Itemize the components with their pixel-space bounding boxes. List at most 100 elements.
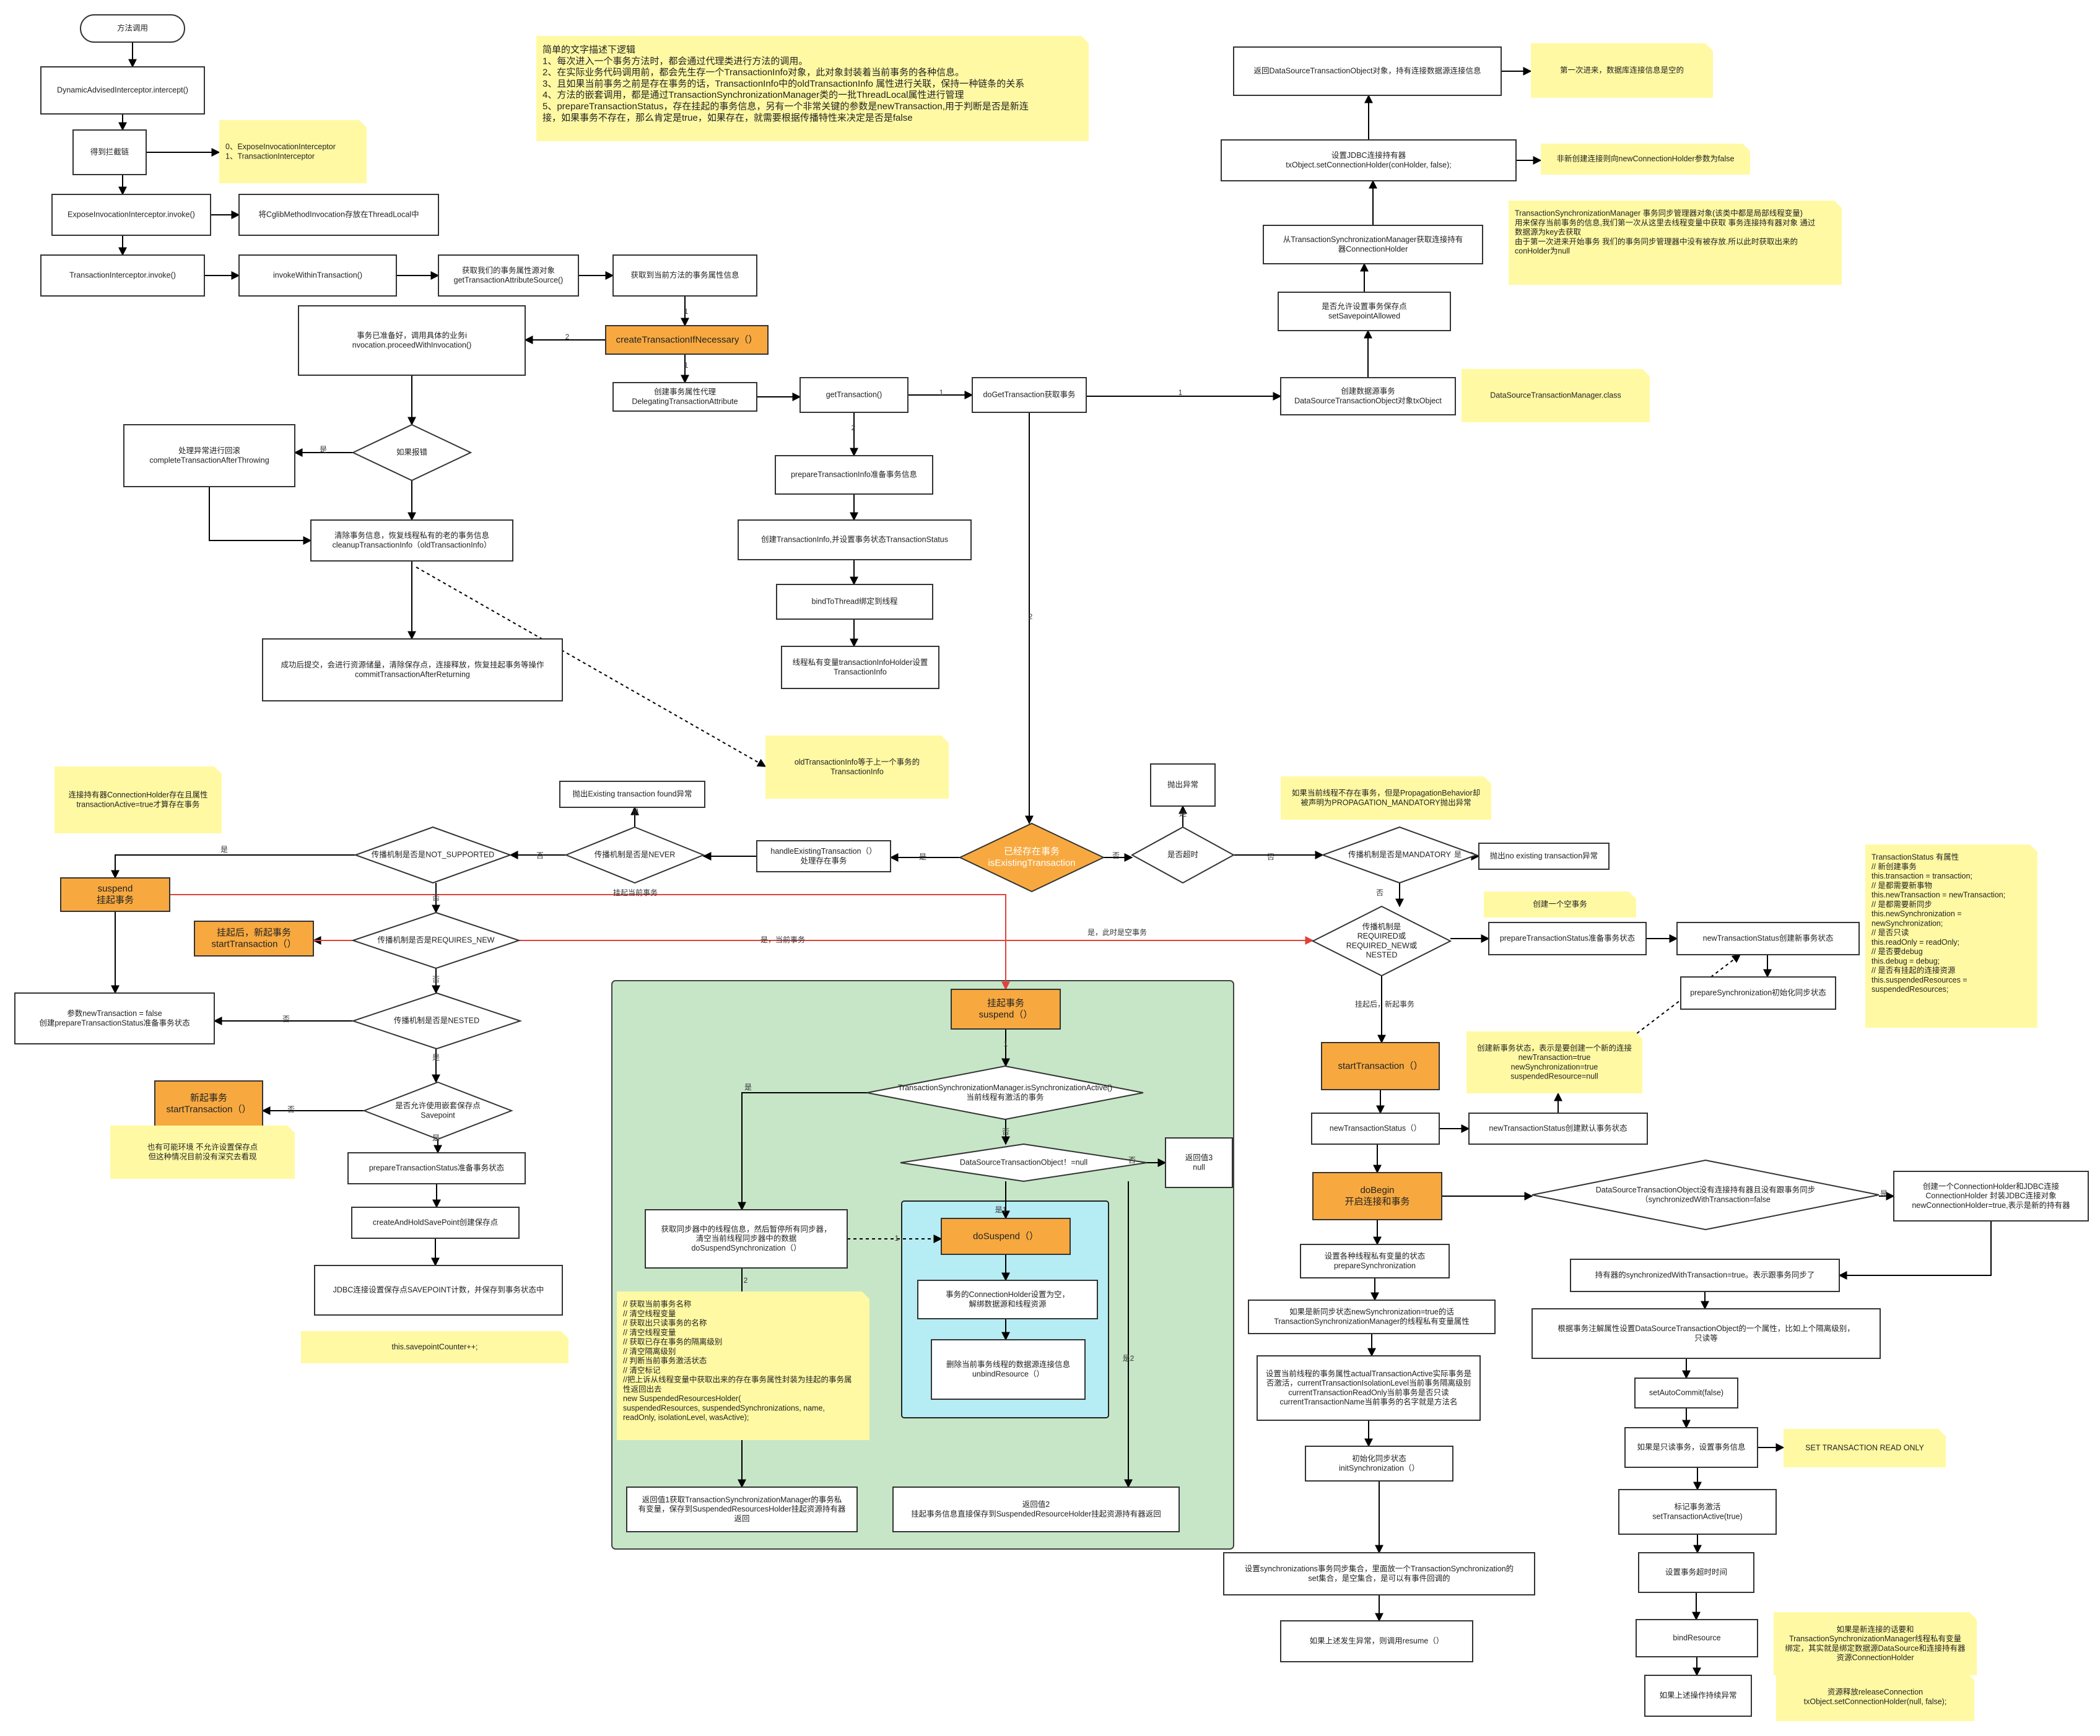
flow-edge — [111, 854, 355, 879]
edge-label-l-fou-dstx: 否 — [1128, 1156, 1136, 1165]
node-label: 抛出Existing transaction found异常 — [572, 789, 692, 799]
flow-edge — [1838, 1221, 1992, 1280]
node-note-first: 第一次进来，数据库连接信息是空的 — [1531, 43, 1713, 98]
node-label: 抛出no existing transaction异常 — [1490, 851, 1598, 861]
process-box — [14, 992, 215, 1044]
process-box — [1312, 1172, 1442, 1220]
edge-label-l-1a: 1 — [684, 307, 689, 316]
sticky-note — [1865, 844, 2037, 1028]
edge-label-l-shi-nested: 是 — [432, 1053, 440, 1062]
process-box — [1624, 1427, 1758, 1468]
edge-label-l-fou-sync: 否 — [1002, 1127, 1009, 1136]
node-n-chain: 得到拦截链 — [72, 129, 147, 175]
node-n-set-attr: 根据事务注解属性设置DataSourceTransactionObject的一个… — [1531, 1308, 1881, 1359]
edge-label-l-susp-new: 挂起后，新起事务 — [1355, 999, 1414, 1009]
node-label: 传播机制是否是NESTED — [394, 1016, 479, 1025]
process-box — [1165, 1137, 1233, 1188]
node-label: 如果上述发生异常，则调用resume（） — [1310, 1636, 1444, 1646]
node-n-exc-d: 如果报错 — [351, 423, 473, 482]
node-note-mandatory: 如果当前线程不存在事务，但是PropagationBehavior却被声明为PR… — [1281, 776, 1491, 820]
node-label: 设置当前线程的事务属性actualTransactionActive实际事务是否… — [1266, 1369, 1472, 1407]
node-n-jdbc-sp: JDBC连接设置保存点SAVEPOINT计数，并保存到事务状态中 — [314, 1265, 563, 1316]
decision-diamond — [351, 992, 523, 1050]
node-n-dosuspend: doSuspend（） — [941, 1218, 1071, 1255]
edge-label-l-fou-reqnew: 否 — [432, 975, 440, 984]
node-label: 如果是只读事务，设置事务信息 — [1637, 1443, 1745, 1452]
node-n-newts: newTransactionStatus创建新事务状态 — [1676, 922, 1860, 955]
process-box — [72, 129, 147, 175]
node-label: newTransactionStatus创建新事务状态 — [1703, 934, 1834, 943]
edge-label-l-1b: 1 — [684, 361, 689, 370]
process-box — [154, 1080, 263, 1127]
node-note-nonnew: 非新创建连接则向newConnectionHolder参数为false — [1541, 144, 1750, 175]
node-n-prep-status2: prepareTransactionStatus准备事务状态 — [1488, 922, 1647, 955]
node-n-throw-found: 抛出Existing transaction found异常 — [559, 781, 705, 808]
edge-label-l-fou-exists: 否 — [1112, 851, 1120, 860]
node-n-autocommit: setAutoCommit(false) — [1634, 1378, 1738, 1408]
node-n-tsmget: 从TransactionSynchronizationManager获取连接持有… — [1263, 225, 1483, 264]
edge-label-l-shi-dsconn: 是 — [1880, 1189, 1888, 1198]
edge-label-l-shi-notsup: 是 — [220, 845, 228, 854]
process-box — [1636, 1619, 1758, 1657]
node-label: startTransaction（） — [1338, 1061, 1423, 1071]
node-n-setsync: 设置当前线程的事务属性actualTransactionActive实际事务是否… — [1257, 1355, 1481, 1421]
node-label: newTransactionStatus创建默认事务状态 — [1489, 1124, 1627, 1133]
node-note-suspinfo: // 获取当前事务名称// 清空线程变量// 获取出只读事务的名称// 清空线程… — [617, 1291, 869, 1440]
node-n-syncactive: TransactionSynchronizationManager.isSync… — [866, 1065, 1144, 1121]
node-label: 也有可能环境 不允许设置保存点但这种情况目前没有深究去看现 — [147, 1142, 258, 1161]
process-box — [40, 254, 205, 297]
edge-label-l-shi-dstx: 是1 — [995, 1205, 1007, 1214]
edge-label-l-shi-exc: 是 — [320, 445, 327, 454]
edge-label-l-shi2: 是2 — [1123, 1354, 1135, 1363]
node-label: 设置事务超时时间 — [1665, 1568, 1727, 1577]
node-label: prepareTransactionInfo准备事务信息 — [791, 470, 917, 479]
process-box — [1278, 292, 1451, 331]
edge-label-l-shi-timeout: 是 — [1179, 809, 1187, 818]
process-box — [51, 194, 211, 236]
node-label: doGetTransaction获取事务 — [983, 390, 1076, 399]
process-box — [1263, 225, 1483, 264]
node-label: 传播机制是否是MANDATORY — [1348, 850, 1452, 859]
node-label: prepareSynchronization初始化同步状态 — [1690, 989, 1826, 997]
process-box — [941, 1218, 1071, 1255]
node-n-throw-noexist: 抛出no existing transaction异常 — [1478, 843, 1610, 870]
sticky-note — [617, 1291, 869, 1440]
node-n-retdstx: 返回DataSourceTransactionObject对象，持有连接数据源连… — [1233, 46, 1502, 96]
node-n-req-new: 传播机制是否是REQUIRES_NEW — [351, 911, 521, 970]
sticky-note — [1531, 43, 1713, 98]
process-box — [1311, 1113, 1440, 1145]
node-label: TransactionSynchronizationManager.isSync… — [898, 1083, 1112, 1101]
process-box — [1570, 1259, 1840, 1292]
process-box — [1478, 843, 1610, 870]
process-box — [1233, 46, 1502, 96]
process-box — [1248, 1300, 1496, 1334]
sticky-note — [1281, 776, 1491, 820]
node-label: this.savepointCounter++; — [392, 1343, 478, 1352]
process-box — [756, 840, 891, 872]
node-n-timeout: 是否超时 — [1130, 826, 1235, 884]
node-n-getattr: 获取到当前方法的事务属性信息 — [612, 254, 757, 297]
node-n-ret1: 返回值1获取TransactionSynchronizationManager的… — [626, 1486, 858, 1532]
node-n-iwt: invokeWithinTransaction() — [238, 254, 397, 297]
node-n-cglib: 将CglibMethodInvocation存放在ThreadLocal中 — [238, 194, 439, 236]
